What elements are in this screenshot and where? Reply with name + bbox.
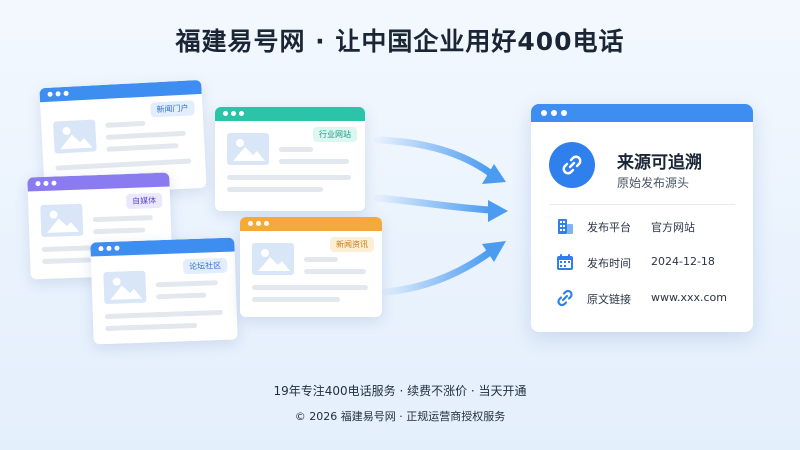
info-value[interactable]: www.xxx.com xyxy=(651,291,727,304)
arrow-top xyxy=(374,136,494,177)
arrow-bottom xyxy=(381,248,494,296)
window-tag: 新闻门户 xyxy=(150,100,195,118)
footer-copyright: © 2026 福建易号网 · 正规运营商授权服务 xyxy=(294,410,506,423)
info-label: 原文链接 xyxy=(587,293,631,306)
arrow-bottom-head xyxy=(482,241,506,262)
info-row-time: 发布时间 2024-12-18 xyxy=(555,252,745,274)
link-icon xyxy=(549,142,595,188)
window-tag: 新闻资讯 xyxy=(330,237,374,252)
window-industry-site: 行业网站 xyxy=(215,107,365,211)
image-placeholder-icon xyxy=(40,203,84,238)
info-label: 发布时间 xyxy=(587,257,631,270)
image-placeholder-icon xyxy=(252,243,294,275)
info-value: 官方网站 xyxy=(651,221,695,234)
window-news-info: 新闻资讯 xyxy=(240,217,382,317)
image-placeholder-icon xyxy=(227,133,269,165)
window-titlebar xyxy=(240,217,382,231)
card-title: 来源可追溯 xyxy=(617,153,702,173)
image-placeholder-icon xyxy=(103,270,147,305)
window-titlebar xyxy=(215,107,365,121)
info-row-platform: 发布平台 官方网站 xyxy=(555,216,745,238)
card-divider xyxy=(549,204,735,205)
info-value: 2024-12-18 xyxy=(651,255,715,268)
card-titlebar xyxy=(531,104,753,122)
link-icon xyxy=(557,289,573,307)
window-tag: 论坛社区 xyxy=(182,257,228,275)
footer-tagline: 19年专注400电话服务 · 续费不涨价 · 当天开通 xyxy=(273,384,527,398)
info-row-link: 原文链接 www.xxx.com xyxy=(555,288,745,310)
info-label: 发布平台 xyxy=(587,221,631,234)
arrow-top-head xyxy=(482,164,506,184)
source-card: 来源可追溯 原始发布源头 发布平台 官方网站 发布时间 2024-12-18 xyxy=(531,104,753,332)
building-icon xyxy=(558,219,573,234)
window-self-media: 自媒体 xyxy=(27,172,173,280)
window-tag: 自媒体 xyxy=(125,192,163,210)
arrow-middle xyxy=(374,194,494,214)
window-tag: 行业网站 xyxy=(313,127,357,142)
calendar-icon xyxy=(557,254,573,270)
image-placeholder-icon xyxy=(53,119,97,154)
page-title: 福建易号网 · 让中国企业用好400电话 xyxy=(175,27,625,56)
card-subtitle: 原始发布源头 xyxy=(617,176,690,190)
window-forum: 论坛社区 xyxy=(90,237,238,345)
window-news-portal: 新闻门户 xyxy=(39,79,207,197)
arrow-middle-head xyxy=(488,200,508,222)
